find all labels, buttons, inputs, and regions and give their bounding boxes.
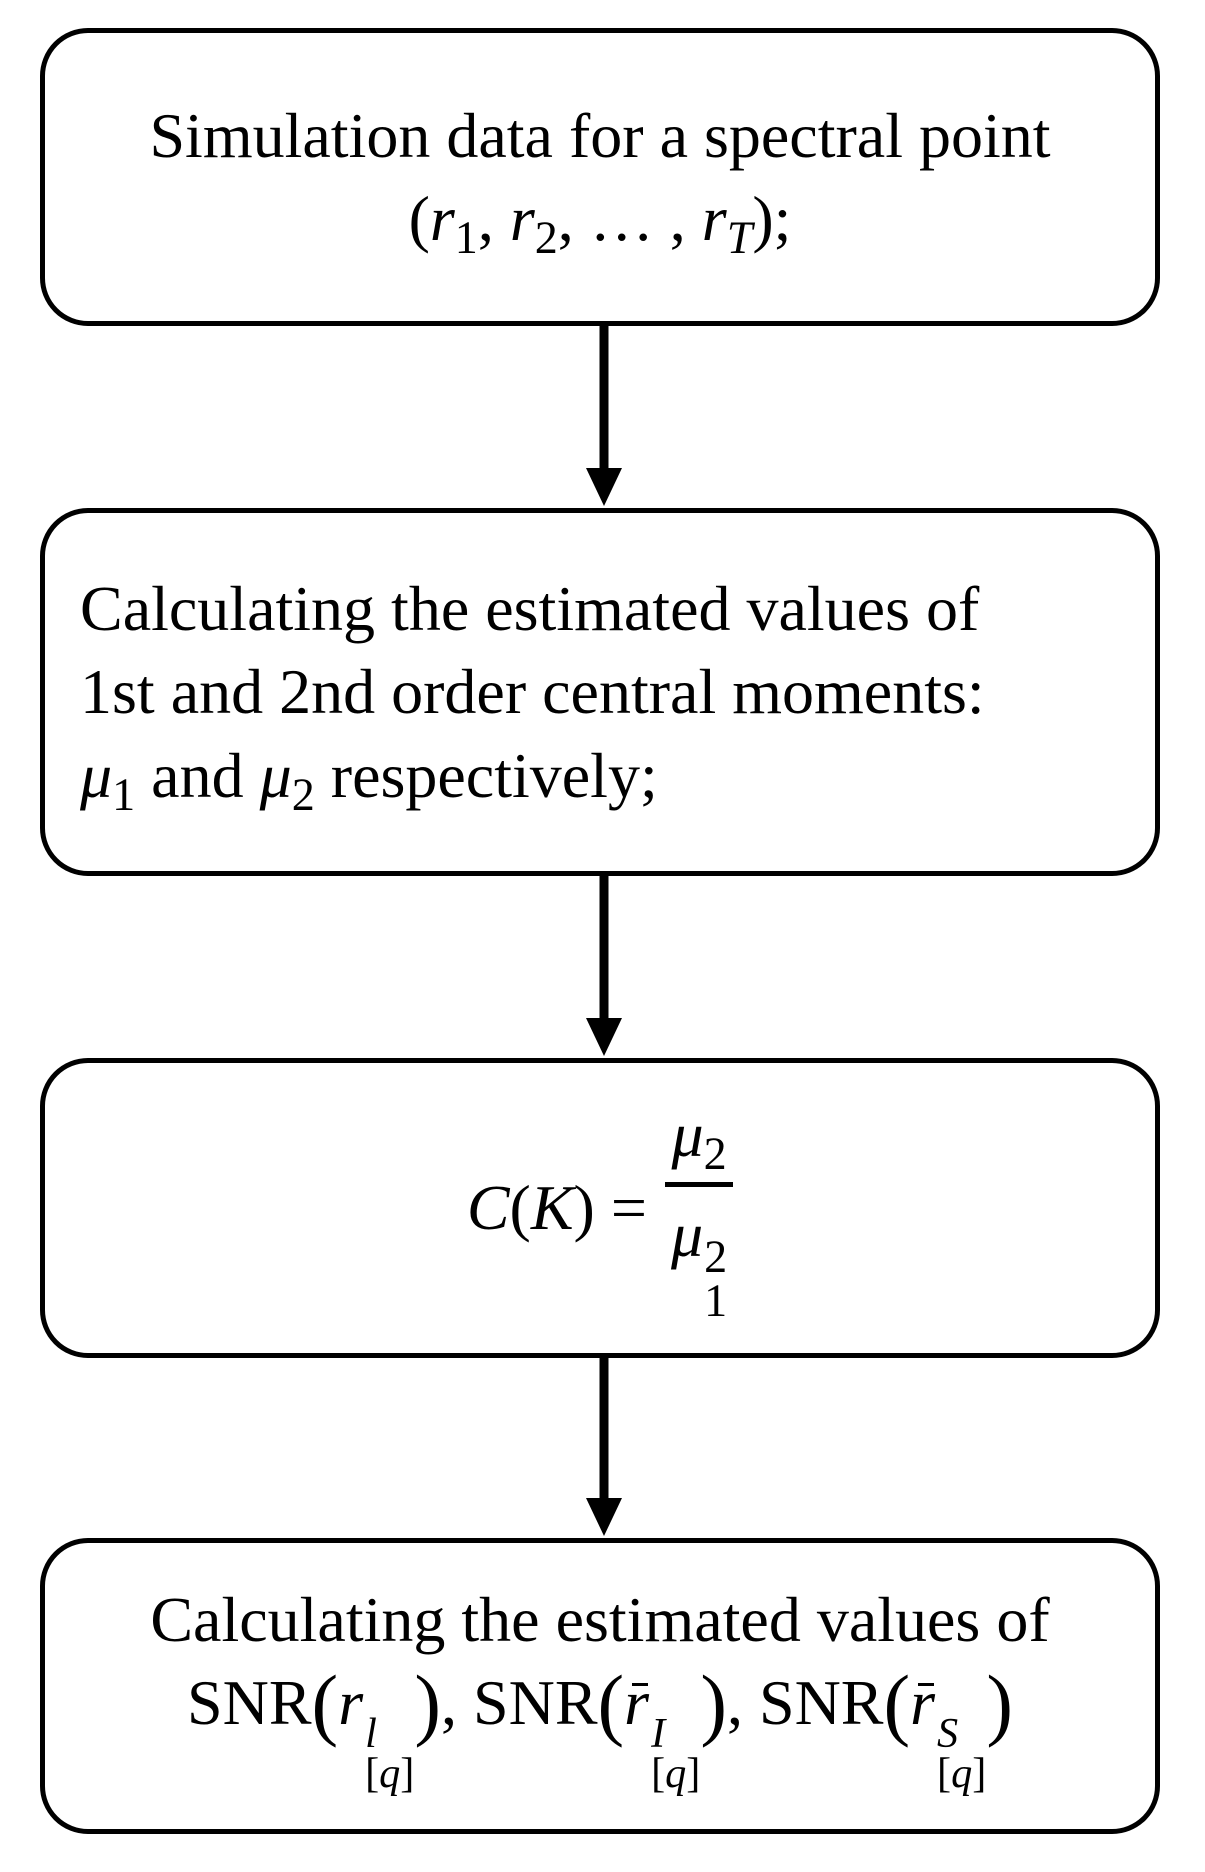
arrow-3-to-4 <box>586 1358 622 1536</box>
step-4-text: Calculating the estimated values of <box>150 1583 1050 1655</box>
step-snr-estimates: Calculating the estimated values of SNR(… <box>40 1538 1160 1834</box>
step-2-line-3: μ1 and μ2 respectively; <box>80 739 658 820</box>
arrow-2-to-3 <box>586 876 622 1056</box>
step-1-text: Simulation data for a spectral point <box>149 99 1051 171</box>
step-central-moments: Calculating the estimated values of 1st … <box>40 508 1160 876</box>
step-2-line-1: Calculating the estimated values of <box>80 573 980 645</box>
step-2-line-2: 1st and 2nd order central moments: <box>80 656 985 728</box>
step-simulation-data: Simulation data for a spectral point (r1… <box>40 28 1160 326</box>
arrow-1-to-2 <box>586 326 622 506</box>
step-1-formula: (r1, r2, … , rT); <box>408 183 792 263</box>
